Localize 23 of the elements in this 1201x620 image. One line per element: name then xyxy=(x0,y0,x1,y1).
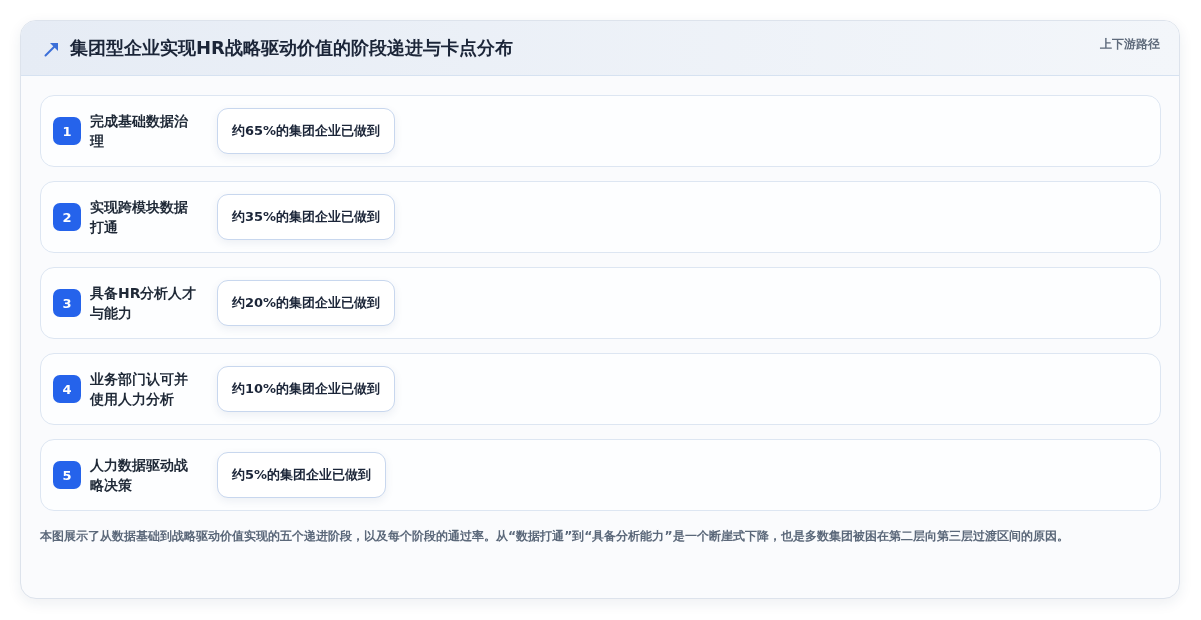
caption-text: 本图展示了从数据基础到战略驱动价值实现的五个递进阶段，以及每个阶段的通过率。从“数据打通”到“具备分析能力”是一个断崖式下降，也是多数集团被困在第二层向第三层过渡区间的原因。 xyxy=(40,528,1069,545)
step-number: 5 xyxy=(53,461,81,489)
pass-rate-tag: 约65%的集团企业已做到 xyxy=(217,108,396,154)
pass-rate-tag: 约10%的集团企业已做到 xyxy=(217,366,396,412)
step-number: 2 xyxy=(53,203,81,231)
pass-rate-tag: 约20%的集团企业已做到 xyxy=(217,280,396,326)
pass-rate-tag: 约5%的集团企业已做到 xyxy=(217,452,387,498)
step-number: 1 xyxy=(53,117,81,145)
stage-row xyxy=(40,95,1161,167)
step-number: 3 xyxy=(53,289,81,317)
stage-label: 人力数据驱动战略决策 xyxy=(90,456,189,495)
stage-label: 业务部门认可并使用人力分析 xyxy=(90,370,189,409)
step-number: 4 xyxy=(53,375,81,403)
stage-label: 完成基础数据治理 xyxy=(90,112,189,151)
stage-row xyxy=(40,267,1161,339)
stage-row xyxy=(40,181,1161,253)
diagram-title: 集团型企业实现HR战略驱动价值的阶段递进与卡点分布 xyxy=(70,36,513,60)
stage-label: 实现跨模块数据打通 xyxy=(90,198,189,237)
stage-row xyxy=(40,353,1161,425)
stage-label: 具备HR分析人才与能力 xyxy=(90,284,198,323)
header-note: 上下游路径 xyxy=(1100,36,1160,53)
pass-rate-tag: 约35%的集团企业已做到 xyxy=(217,194,396,240)
stage-row xyxy=(40,439,1161,511)
